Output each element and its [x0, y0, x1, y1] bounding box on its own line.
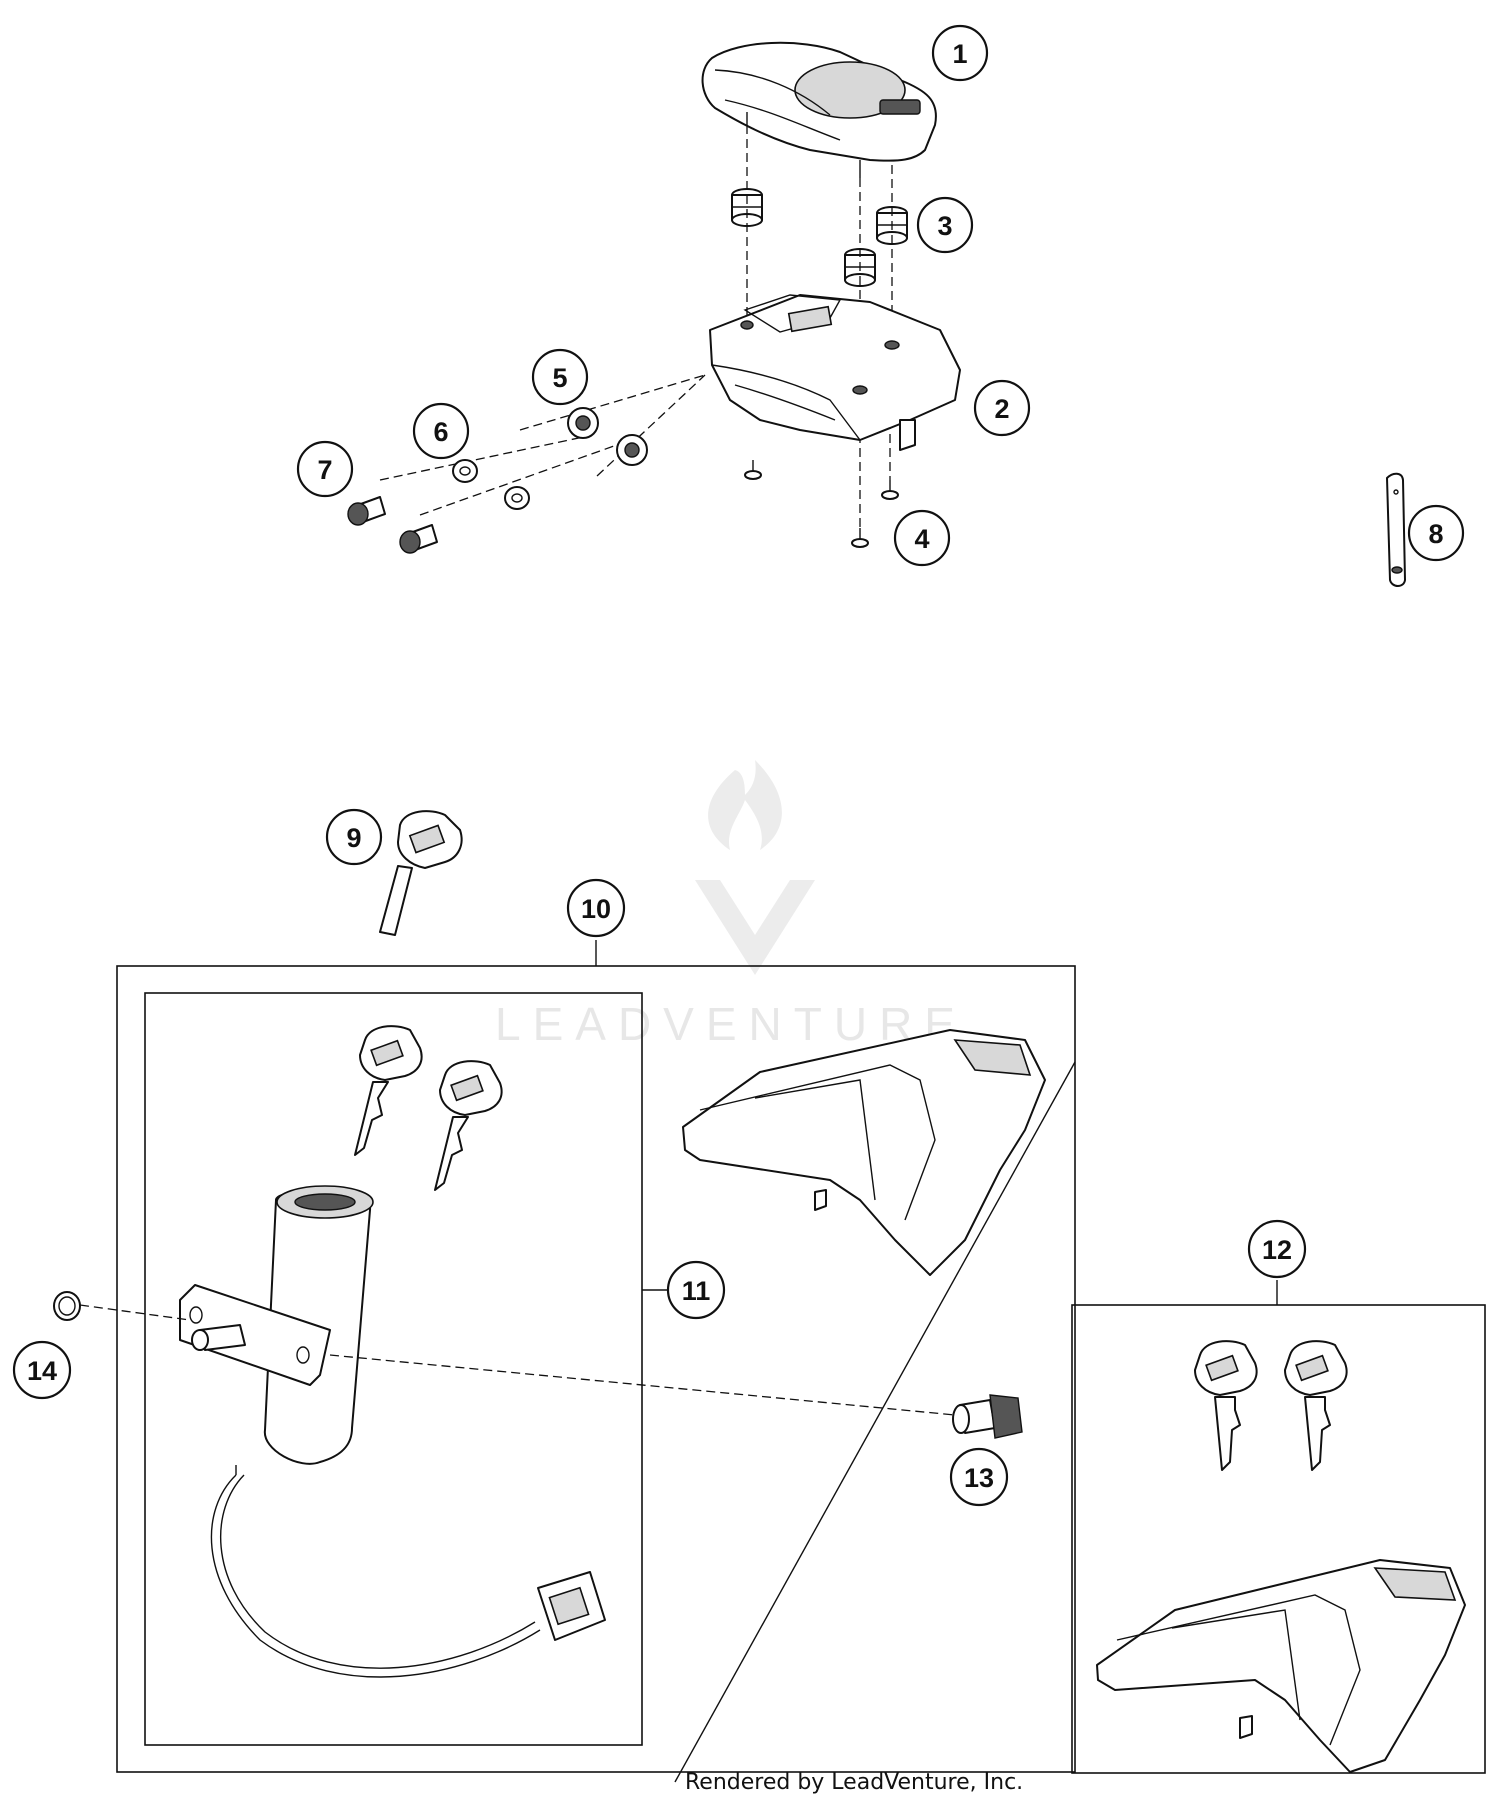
kit-box-11	[144, 992, 668, 1746]
callout-1-label: 1	[952, 39, 967, 69]
callout-13-label: 13	[964, 1463, 994, 1493]
part-5-bushings	[567, 407, 648, 466]
callout-13: 13	[949, 1447, 1009, 1507]
part-13-bolt	[952, 1394, 1023, 1439]
part-1-instrument-cluster	[701, 41, 937, 178]
callout-10-label: 10	[581, 894, 611, 924]
box-11-keys	[354, 1025, 503, 1191]
part-11-ignition-lock	[179, 1185, 606, 1678]
part-8-strip	[1386, 472, 1406, 587]
assembly-lines-bottom	[79, 1304, 956, 1416]
callout-10: 10	[566, 878, 626, 938]
part-6-washers	[452, 459, 530, 510]
callout-9-label: 9	[346, 823, 361, 853]
callout-12: 12	[1247, 1219, 1307, 1279]
callout-1: 1	[931, 24, 989, 82]
callout-5-label: 5	[552, 363, 567, 393]
part-4-screws	[744, 460, 899, 548]
part-2-cluster-holder	[709, 294, 961, 451]
callout-7: 7	[296, 440, 354, 498]
callout-4: 4	[893, 509, 951, 567]
part-7-bolts	[347, 496, 438, 554]
callout-5: 5	[531, 348, 589, 406]
callout-6-label: 6	[433, 417, 448, 447]
callout-14: 14	[12, 1340, 72, 1400]
callout-3: 3	[916, 196, 974, 254]
callout-11: 11	[666, 1260, 726, 1320]
leadventure-watermark: LEADVENTURE	[495, 760, 967, 1050]
callout-6: 6	[412, 402, 470, 460]
callout-8-label: 8	[1428, 519, 1443, 549]
part-14-ring	[53, 1291, 81, 1321]
callout-9: 9	[325, 808, 383, 866]
callout-8: 8	[1407, 504, 1465, 562]
callout-14-label: 14	[27, 1356, 57, 1386]
part-3-grommets	[731, 188, 908, 287]
callout-4-label: 4	[914, 524, 929, 554]
footer-credit: Rendered by LeadVenture, Inc.	[685, 1770, 1023, 1795]
callout-3-label: 3	[937, 211, 952, 241]
callout-2: 2	[973, 379, 1031, 437]
part-9-key	[379, 810, 463, 936]
callout-2-label: 2	[994, 394, 1009, 424]
callout-7-label: 7	[317, 455, 332, 485]
callout-11-label: 11	[682, 1276, 711, 1306]
kit-box-12	[1071, 1280, 1486, 1774]
box-10-leader	[674, 1061, 1076, 1783]
callout-12-label: 12	[1262, 1235, 1292, 1265]
watermark-text: LEADVENTURE	[495, 998, 967, 1050]
kit-box-10	[116, 940, 1076, 1773]
box-10-cover	[682, 1029, 1046, 1276]
